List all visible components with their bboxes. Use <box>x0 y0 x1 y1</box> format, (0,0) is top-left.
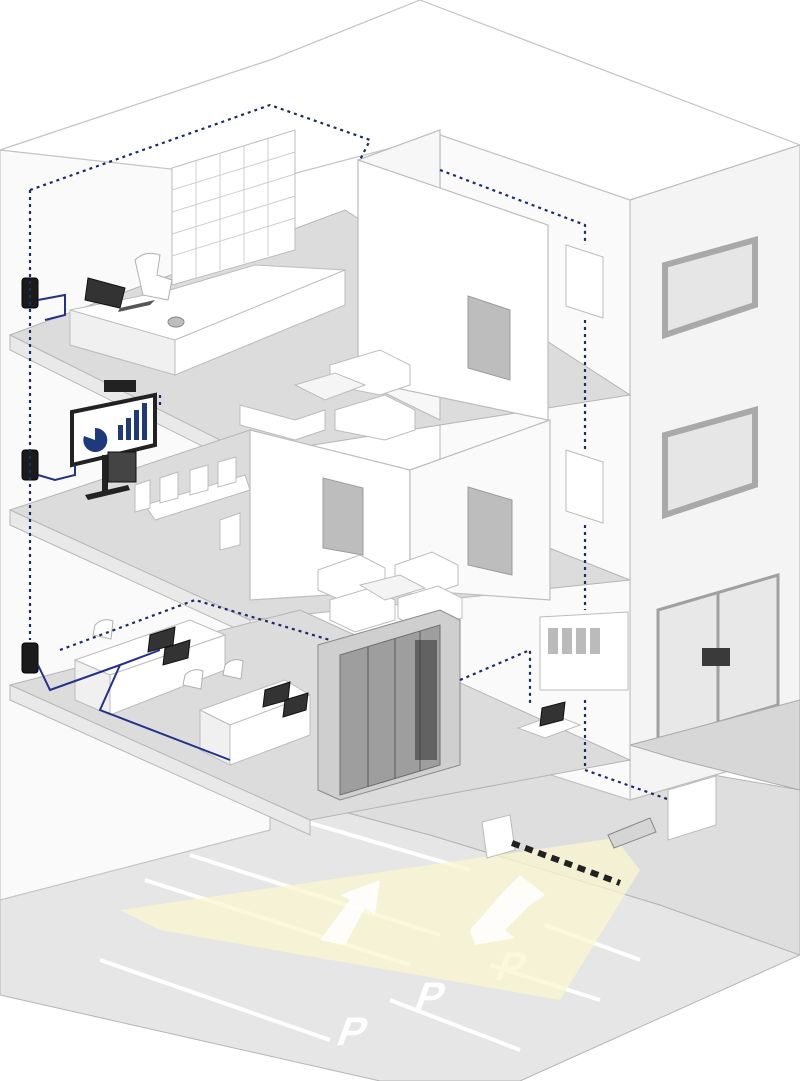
powerline-adapters <box>21 277 39 674</box>
projector <box>104 380 136 392</box>
monitor-stand <box>102 455 108 495</box>
barrier-arm <box>510 840 622 886</box>
pie-chart-icon <box>83 427 108 452</box>
powerline-adapter-ground <box>21 642 39 674</box>
turn-left-arrow <box>320 880 380 945</box>
office-laptops <box>147 626 309 718</box>
lounge-seating <box>239 349 416 441</box>
network-panel-middle <box>565 449 604 524</box>
canopy <box>628 699 800 791</box>
camera-light-beam <box>120 838 640 1000</box>
facade-window <box>662 236 758 340</box>
network-cabling <box>28 103 671 802</box>
interior-walls <box>249 129 551 601</box>
meeting-door <box>322 477 364 556</box>
parking-entry <box>481 775 717 886</box>
office-chair <box>134 252 173 301</box>
desk-bell <box>167 316 185 328</box>
control-box <box>667 775 717 841</box>
hall-door <box>467 486 513 576</box>
distribution-panels <box>516 244 629 739</box>
office-door <box>467 295 511 381</box>
reception-area <box>69 129 416 441</box>
conference-chairs <box>134 456 241 551</box>
bar-chart-icon <box>118 403 147 440</box>
open-office <box>73 619 312 766</box>
security-camera <box>607 817 657 849</box>
office-chairs <box>92 619 244 690</box>
server-rack <box>317 609 461 801</box>
powerline-adapter-top <box>21 277 39 309</box>
facade-window <box>662 406 758 520</box>
entrance-doors <box>656 573 780 742</box>
conference-table <box>144 474 251 521</box>
turn-right-arrow <box>470 875 545 945</box>
network-panel-top <box>565 244 604 319</box>
laptop <box>539 701 566 727</box>
monitor <box>107 451 137 483</box>
barrier-box <box>481 814 516 859</box>
